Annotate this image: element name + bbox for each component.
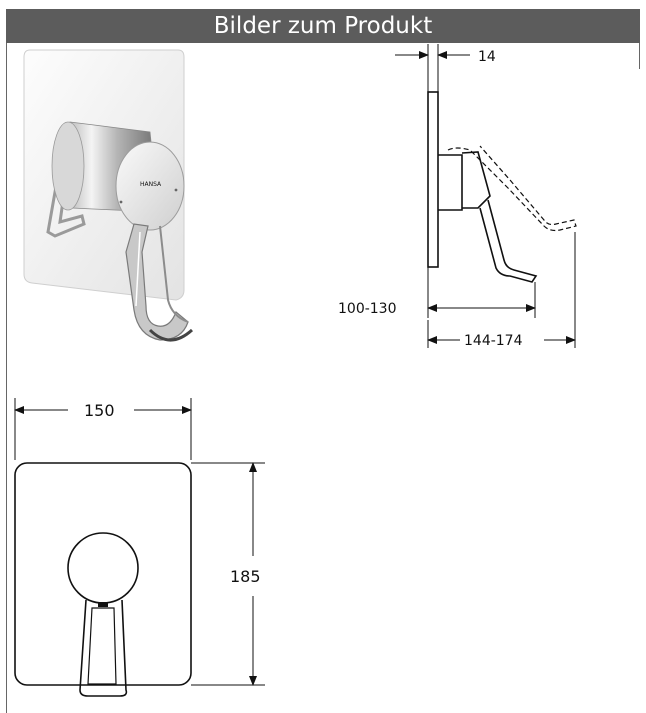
dim-plate-thickness: 14 <box>478 49 496 65</box>
panel-border-left <box>6 43 7 713</box>
front-view-drawing: 150 185 <box>14 398 265 697</box>
product-photo: HANSA <box>23 49 194 342</box>
side-view-drawing: 14 100-130 144-174 <box>338 44 577 349</box>
dim-width: 150 <box>84 401 115 420</box>
product-images-panel: Bilder zum Produkt <box>6 0 640 713</box>
dim-handle-depth: 100-130 <box>338 301 397 317</box>
panel-border-right <box>639 43 640 69</box>
section-header: Bilder zum Produkt <box>6 9 640 43</box>
dim-height: 185 <box>230 567 261 586</box>
dim-total-depth: 144-174 <box>464 333 523 349</box>
brand-mark: HANSA <box>140 181 162 188</box>
